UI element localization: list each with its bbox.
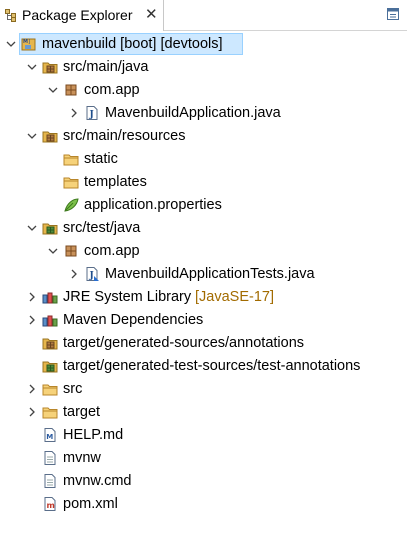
properties-file-icon <box>64 198 79 212</box>
maven-pom-icon: m <box>44 497 56 511</box>
tree-item-label: HELP.md <box>63 427 124 443</box>
chevron-right-icon[interactable] <box>26 405 38 419</box>
java-test-file-icon: J <box>86 267 99 281</box>
tree-item[interactable]: target/generated-test-sources/test-annot… <box>0 355 407 378</box>
view-menu-icon[interactable] <box>386 7 400 21</box>
chevron-down-icon[interactable] <box>47 83 59 97</box>
package-icon <box>65 84 77 96</box>
library-icon <box>42 292 58 304</box>
tree-item[interactable]: J MavenbuildApplicationTests.java <box>0 263 407 286</box>
chevron-down-icon[interactable] <box>26 129 38 143</box>
tree-item-label: templates <box>84 174 147 190</box>
close-icon[interactable]: ✕ <box>145 6 158 23</box>
svg-text:J: J <box>89 110 94 120</box>
tree-item-label: static <box>84 151 118 167</box>
tree-item-label: mvnw.cmd <box>63 473 132 489</box>
selection-highlight <box>19 33 243 55</box>
markdown-file-icon: M <box>44 428 56 442</box>
folder-icon <box>42 384 58 396</box>
chevron-down-icon[interactable] <box>5 37 17 51</box>
tree-item-label: target <box>63 404 101 420</box>
svg-text:M: M <box>23 39 28 45</box>
tree-item-label: MavenbuildApplicationTests.java <box>105 266 315 282</box>
test-source-folder-icon <box>42 223 58 235</box>
tree-item[interactable]: J MavenbuildApplication.java <box>0 102 407 125</box>
tree-item-label: JRE System Library <box>63 289 192 305</box>
tree-item[interactable]: M HELP.md <box>0 424 407 447</box>
tree-item[interactable]: target <box>0 401 407 424</box>
tree-item[interactable]: templates <box>0 171 407 194</box>
tree-item[interactable]: JRE System Library[JavaSE-17] <box>0 286 407 309</box>
text-file-icon <box>44 451 56 465</box>
folder-icon <box>42 407 58 419</box>
java-file-icon: J <box>86 106 98 120</box>
tree-item[interactable]: src/main/java <box>0 56 407 79</box>
tree-item-label: src/test/java <box>63 220 141 236</box>
library-icon <box>42 315 58 327</box>
chevron-right-icon[interactable] <box>68 267 80 281</box>
tree-item-label: com.app <box>84 82 140 98</box>
tree-item-label: src <box>63 381 83 397</box>
chevron-down-icon[interactable] <box>26 60 38 74</box>
tab-label: Package Explorer <box>22 7 133 23</box>
folder-icon <box>63 154 79 166</box>
tree-item-label: target/generated-sources/annotations <box>63 335 305 351</box>
chevron-right-icon[interactable] <box>26 313 38 327</box>
tree-item[interactable]: com.app <box>0 79 407 102</box>
svg-text:M: M <box>46 433 53 441</box>
package-icon <box>65 245 77 257</box>
chevron-down-icon[interactable] <box>26 221 38 235</box>
package-explorer-icon <box>5 9 16 22</box>
tree-item[interactable]: mvnw.cmd <box>0 470 407 493</box>
tree-item[interactable]: src/main/resources <box>0 125 407 148</box>
tree-item[interactable]: src/test/java <box>0 217 407 240</box>
source-folder-icon <box>42 338 58 350</box>
chevron-right-icon[interactable] <box>26 290 38 304</box>
chevron-down-icon[interactable] <box>47 244 59 258</box>
tab-package-explorer[interactable]: Package Explorer ✕ <box>0 0 164 31</box>
tree-item[interactable]: m pom.xml <box>0 493 407 516</box>
svg-text:J: J <box>89 271 94 281</box>
tree-item-decoration: [JavaSE-17] <box>195 289 274 305</box>
tree-item-label: pom.xml <box>63 496 118 512</box>
tree-item-label: com.app <box>84 243 140 259</box>
tree-item-label: Maven Dependencies <box>63 312 204 328</box>
tree-item-label: mavenbuild [boot] [devtools] <box>42 36 223 52</box>
folder-icon <box>63 177 79 189</box>
tree-item[interactable]: application.properties <box>0 194 407 217</box>
chevron-right-icon[interactable] <box>68 106 80 120</box>
tree-item[interactable]: Maven Dependencies <box>0 309 407 332</box>
source-folder-icon <box>42 62 58 74</box>
tree-item-label: src/main/java <box>63 59 149 75</box>
tree-item-label: mvnw <box>63 450 101 466</box>
view-tab-bar: Package Explorer ✕ <box>0 0 407 31</box>
svg-text:m: m <box>47 501 55 510</box>
svg-text:J: J <box>28 39 30 45</box>
tree-item-label: MavenbuildApplication.java <box>105 105 281 121</box>
tree-item-label: application.properties <box>84 197 222 213</box>
tree-item[interactable]: target/generated-sources/annotations <box>0 332 407 355</box>
tree-item[interactable]: com.app <box>0 240 407 263</box>
text-file-icon <box>44 474 56 488</box>
source-folder-icon <box>42 131 58 143</box>
tree-item-label: src/main/resources <box>63 128 186 144</box>
tree-item[interactable]: src <box>0 378 407 401</box>
tree-item-label: target/generated-test-sources/test-annot… <box>63 358 361 374</box>
tree-item[interactable]: mvnw <box>0 447 407 470</box>
chevron-right-icon[interactable] <box>26 382 38 396</box>
test-source-folder-icon <box>42 361 58 373</box>
tree-item[interactable]: static <box>0 148 407 171</box>
